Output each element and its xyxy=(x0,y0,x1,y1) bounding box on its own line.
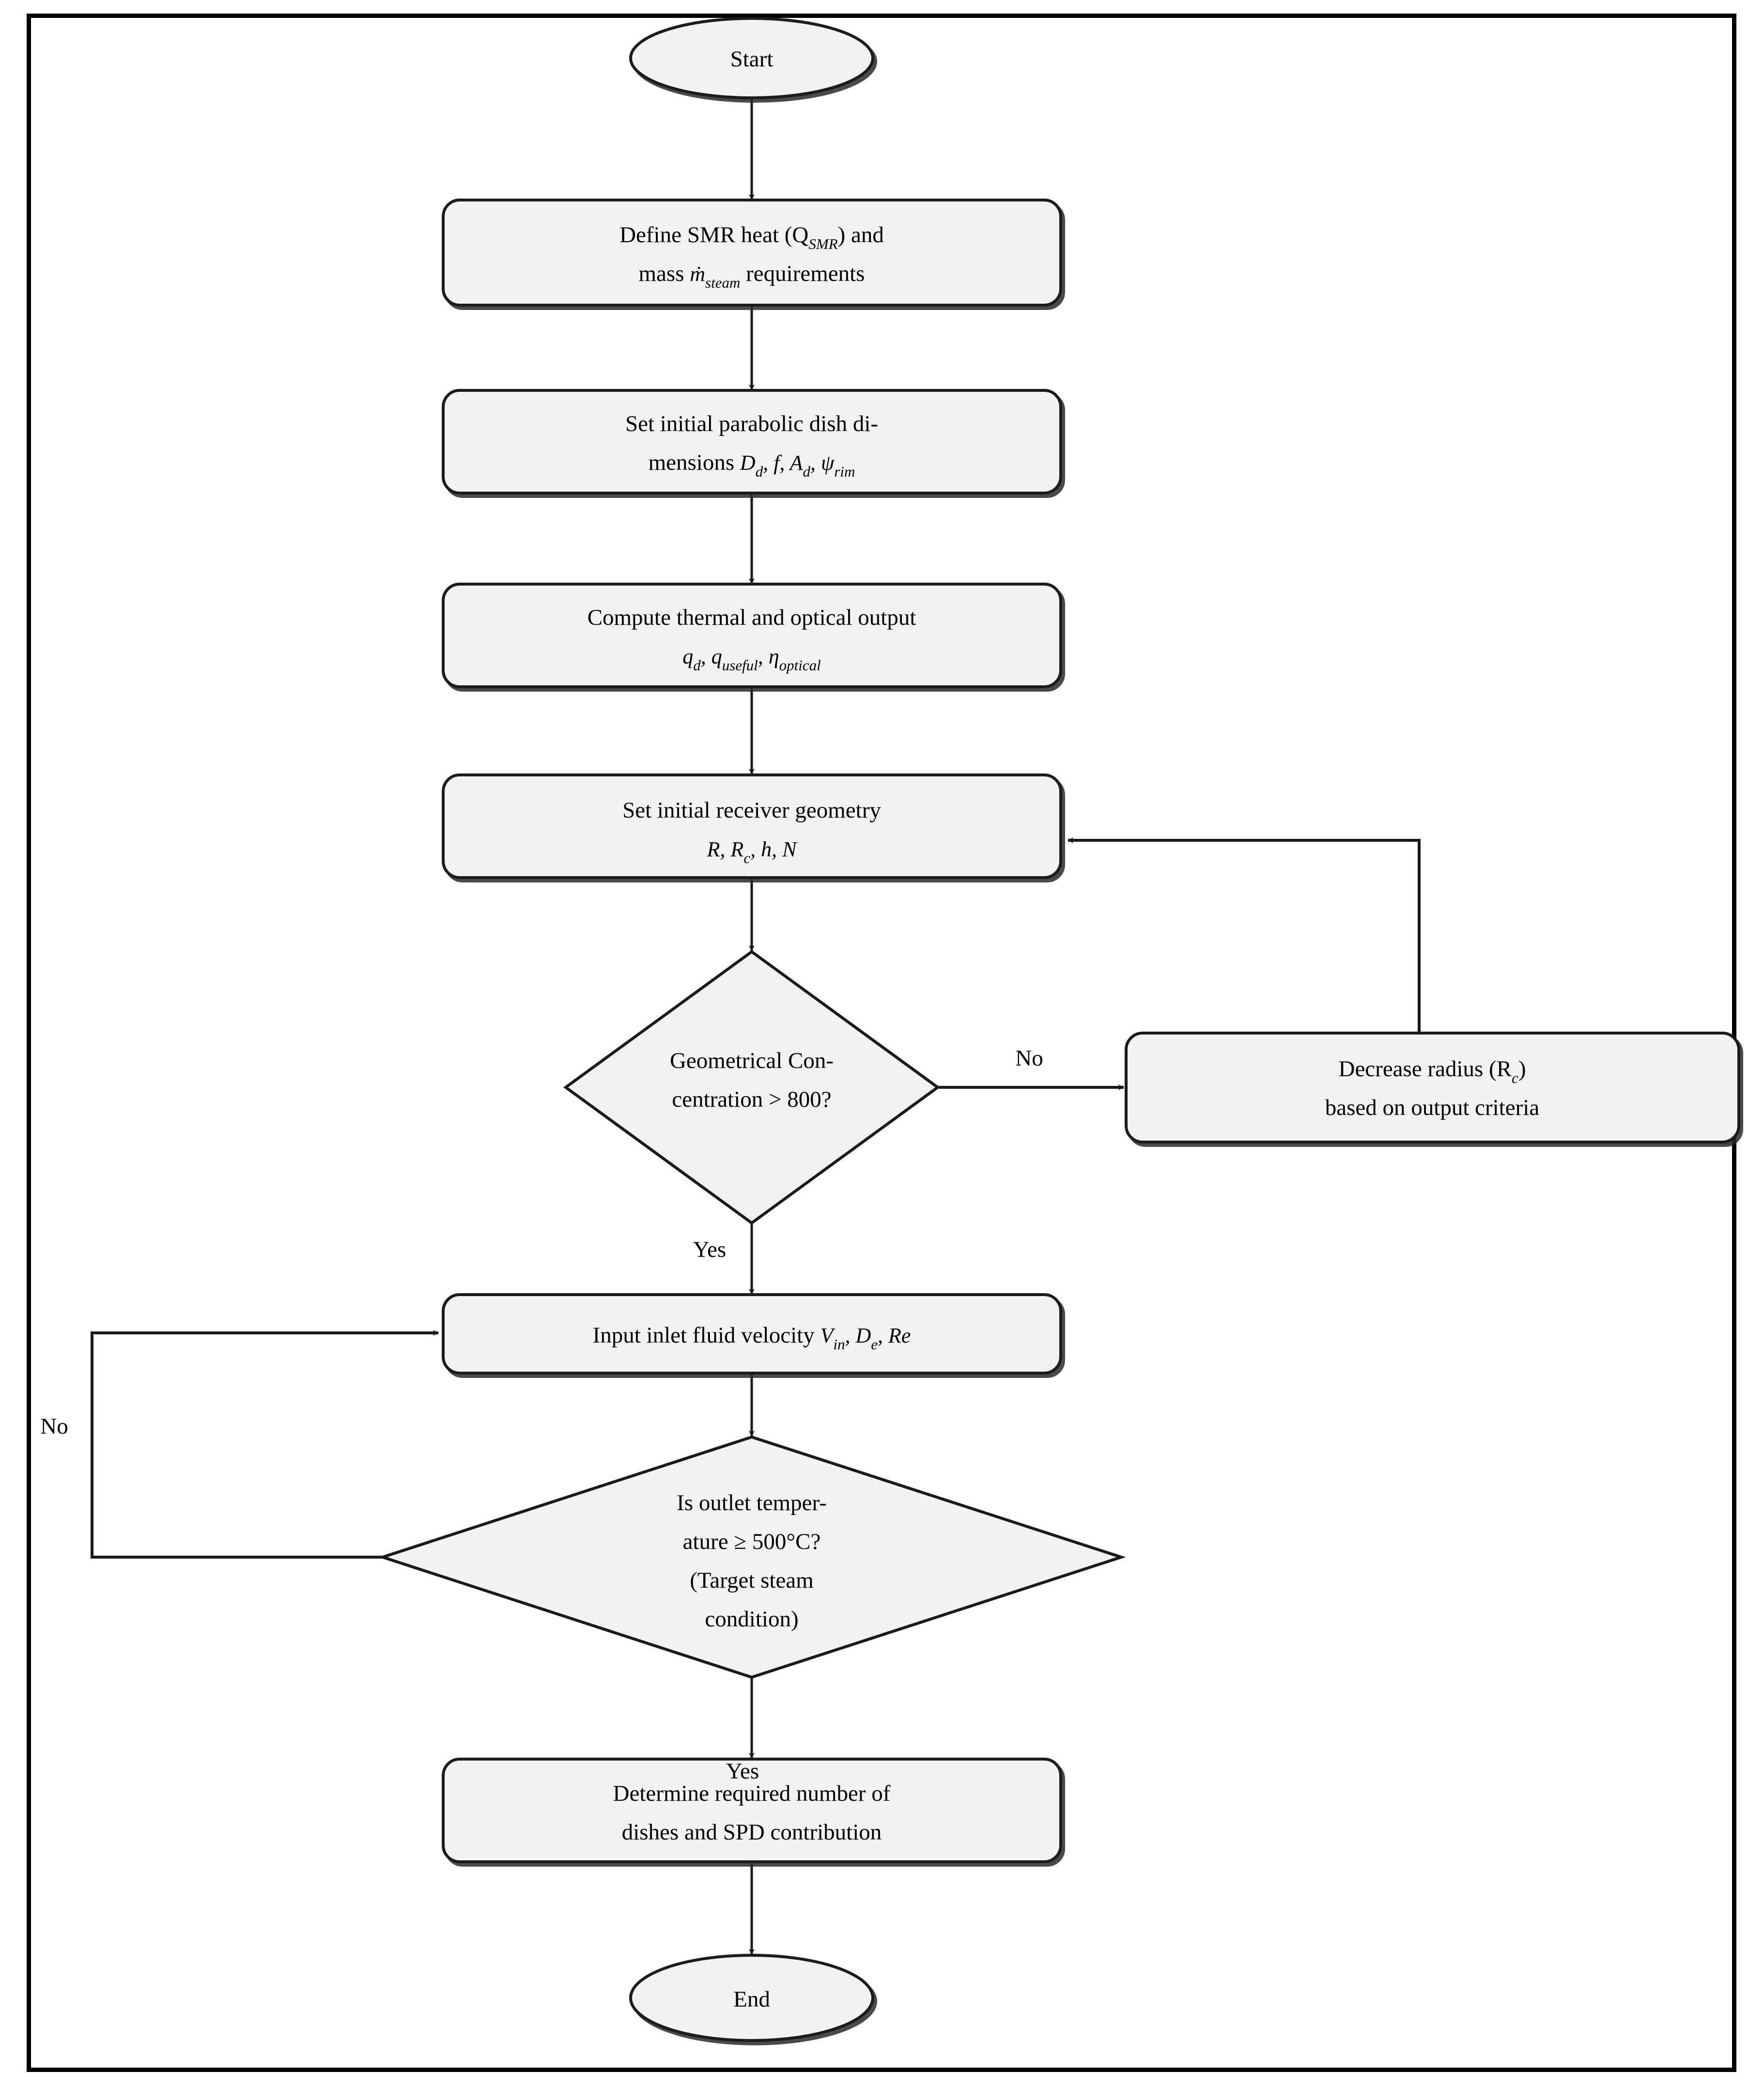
edge-label-outlettemp-no: No xyxy=(40,1414,68,1439)
node-determine-dishes[interactable]: Determine required number of dishes and … xyxy=(442,1758,1062,1863)
node-decrease-line1: Decrease radius (Rc) xyxy=(1339,1056,1526,1086)
edge-label-outlettemp-yes: Yes xyxy=(726,1759,759,1784)
node-concentration-line1: Geometrical Con- xyxy=(670,1048,834,1073)
node-dish-line2: mensions Dd, f, Ad, ψrim xyxy=(649,450,855,480)
node-concentration-decision[interactable]: Geometrical Con- centration > 800? xyxy=(563,950,941,1225)
node-determine-line2: dishes and SPD contribution xyxy=(622,1820,882,1845)
node-determine-line1: Determine required number of xyxy=(613,1781,891,1806)
node-decrease-line2: based on output criteria xyxy=(1325,1095,1540,1120)
node-define-smr[interactable]: Define SMR heat (QSMR) and mass ṁsteam … xyxy=(442,199,1062,307)
edges-layer xyxy=(91,97,1421,1955)
node-outlettemp-line3: (Target steam xyxy=(690,1568,814,1593)
node-decrease-radius[interactable]: Decrease radius (Rc) based on output cri… xyxy=(1125,1032,1740,1144)
node-dish-line1: Set initial parabolic dish di- xyxy=(625,411,878,436)
edge-decrease-loopback xyxy=(1068,837,1421,1033)
node-define-line2: mass ṁsteam requirements xyxy=(639,261,865,291)
node-end[interactable]: End xyxy=(629,1954,874,2042)
node-outlet-temperature-decision[interactable]: Is outlet temper- ature ≥ 500°C? (Target… xyxy=(378,1435,1126,1679)
node-receiver-geometry[interactable]: Set initial receiver geometry R, Rc, h, … xyxy=(442,773,1062,879)
node-concentration-line2: centration > 800? xyxy=(672,1087,831,1112)
node-outlettemp-line1: Is outlet temper- xyxy=(677,1490,827,1515)
edge-outlettemp-no-loopback xyxy=(91,1330,439,1559)
node-end-label: End xyxy=(733,1987,770,2012)
node-outlettemp-line4: condition) xyxy=(705,1607,798,1632)
node-start[interactable]: Start xyxy=(629,17,874,99)
edge-label-concentration-no: No xyxy=(1015,1046,1043,1071)
node-outlettemp-line2: ature ≥ 500°C? xyxy=(683,1529,821,1554)
node-dish-dimensions[interactable]: Set initial parabolic dish di- mensions … xyxy=(442,389,1062,495)
node-inlet-velocity[interactable]: Input inlet fluid velocity Vin, De, Re xyxy=(442,1293,1062,1375)
node-define-line1: Define SMR heat (QSMR) and xyxy=(619,222,884,252)
node-start-label: Start xyxy=(730,46,774,72)
node-compute-output[interactable]: Compute thermal and optical output qd, q… xyxy=(442,583,1062,688)
node-receiver-line2: R, Rc, h, N xyxy=(707,837,798,866)
edge-labels-layer: No Yes No Yes xyxy=(40,1046,1043,1784)
node-compute-line2: qd, quseful, ηoptical xyxy=(682,645,821,674)
node-velocity-line1: Input inlet fluid velocity Vin, De, Re xyxy=(593,1323,911,1353)
node-compute-line1: Compute thermal and optical output xyxy=(588,605,916,630)
node-receiver-line1: Set initial receiver geometry xyxy=(622,798,881,823)
edge-label-concentration-yes: Yes xyxy=(693,1237,726,1262)
